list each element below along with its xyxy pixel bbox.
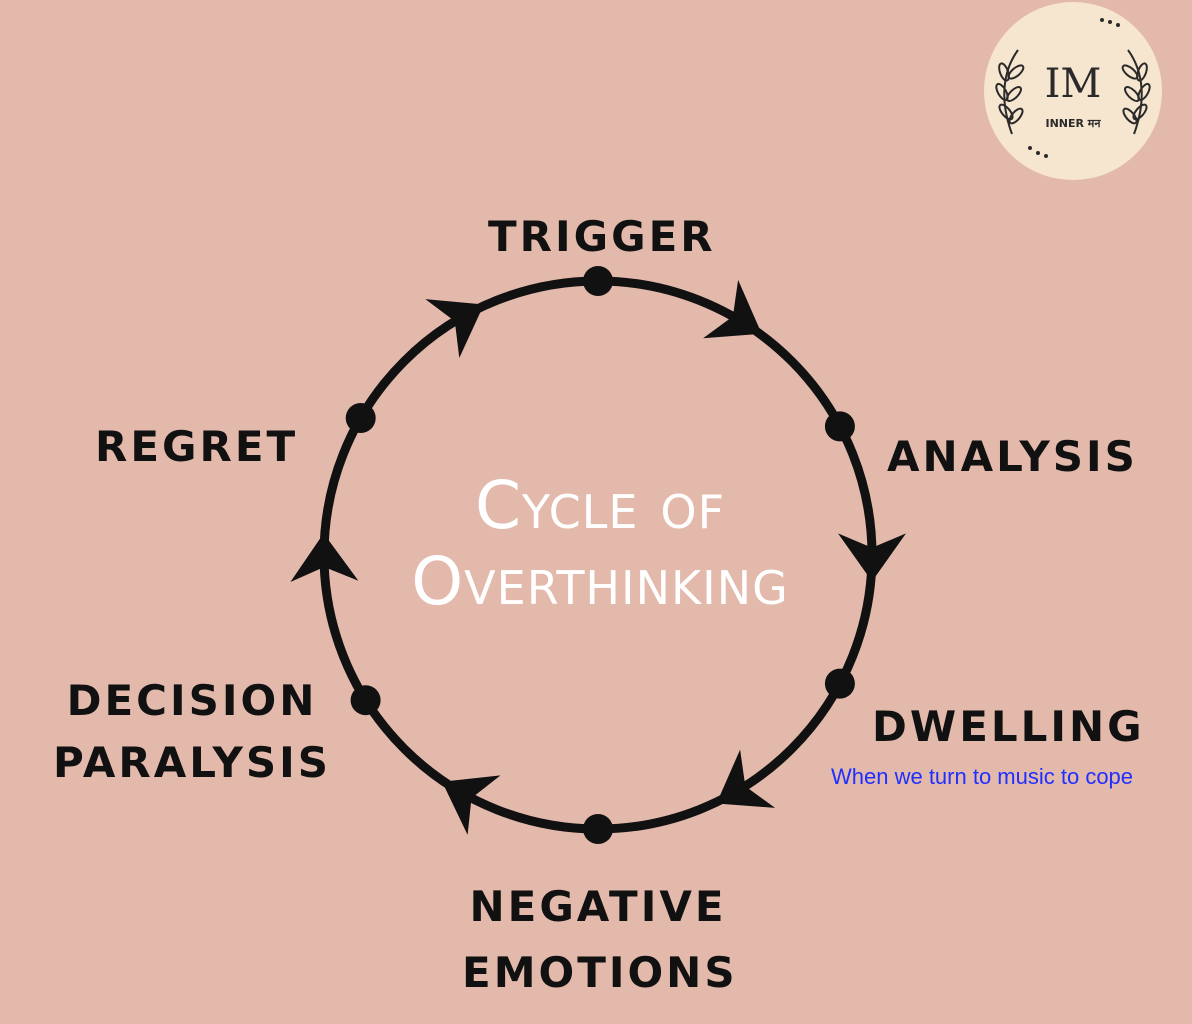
inner-man-logo: IM INNER मन [984,2,1162,180]
diagram-title-line2: Overthinking [411,543,789,620]
arrow-icon-trigger-to-analysis [703,279,762,339]
logo-decoration-icon [995,18,1151,158]
node-label-analysis-text: ANALYSIS [887,432,1138,481]
node-label-dwelling-text: DWELLING [872,702,1145,751]
node-dot-dwelling [824,668,855,699]
node-label-negative-emotions-line1: NEGATIVE [469,882,727,931]
node-dot-analysis [824,411,855,442]
node-dot-trigger [583,266,613,296]
node-label-trigger: TRIGGER [488,216,716,258]
node-label-regret: REGRET [95,426,298,468]
cycle-arrows [290,279,906,835]
arrow-icon-analysis-to-dwelling [838,533,906,582]
logo-name: INNER मन [1045,117,1101,130]
arrow-icon-decision-paralysis-to-regret [290,533,359,582]
node-dot-negative-emotions [583,814,613,844]
node-label-decision-paralysis-line1: DECISION [66,676,318,725]
node-label-decision-paralysis: DECISION PARALYSIS [52,670,332,794]
node-label-trigger-text: TRIGGER [488,212,716,261]
arrow-icon-negative-emotions-to-decision-paralysis [442,775,501,835]
node-label-decision-paralysis-line2: PARALYSIS [52,738,332,787]
node-label-regret-text: REGRET [95,422,299,471]
diagram-title-line1: Cycle of [474,467,726,544]
node-dot-decision-paralysis [350,685,381,716]
arrow-icon-regret-to-trigger [425,299,484,358]
node-label-dwelling: DWELLING [872,706,1145,748]
node-dot-regret [345,403,376,433]
node-label-negative-emotions-line2: EMOTIONS [462,948,738,997]
node-label-negative-emotions: NEGATIVE EMOTIONS [462,874,738,1006]
logo-monogram: IM [1044,61,1102,107]
diagram-title: Cycle of Overthinking [330,468,870,620]
music-coping-link[interactable]: When we turn to music to cope [831,764,1134,789]
cycle-dots [345,266,855,844]
node-label-analysis: ANALYSIS [887,436,1138,478]
arrow-icon-dwelling-to-negative-emotions [716,749,776,808]
